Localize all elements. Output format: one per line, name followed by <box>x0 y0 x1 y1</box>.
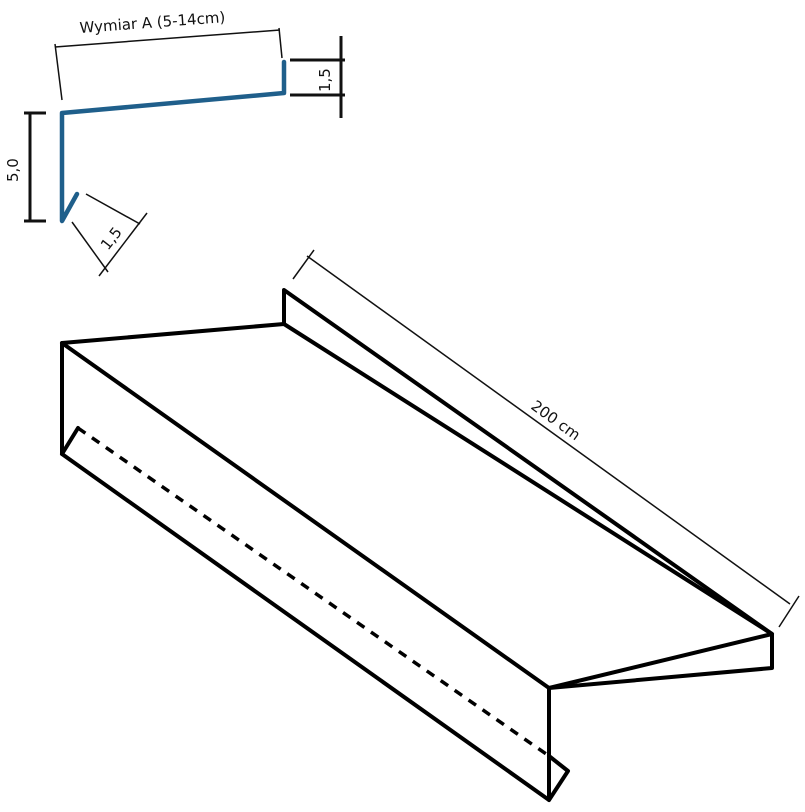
sill-back-upstand <box>282 288 774 690</box>
sill-hidden-drip-edge <box>76 426 551 758</box>
drip-ext-upper <box>85 193 141 225</box>
width-extension-right <box>278 27 283 59</box>
length-dimension: 200 cm <box>292 249 800 628</box>
width-label: Wymiar A (5-14cm) <box>79 8 226 37</box>
sill-drip-lip-left <box>60 426 80 456</box>
top-flange-label: 1,5 <box>316 68 334 92</box>
sill-drip-lip <box>547 754 570 802</box>
profile-line <box>59 59 287 224</box>
drip-label: 1,5 <box>97 224 126 254</box>
window-sill-3d: 200 cm <box>60 249 800 802</box>
width-dimension: Wymiar A (5-14cm) <box>54 8 283 101</box>
front-height-label: 5,0 <box>4 158 22 182</box>
sill-top-surface <box>60 322 774 690</box>
drip-dimension: 1,5 <box>71 193 148 277</box>
drip-ext-lower <box>71 221 109 273</box>
length-dimension-line <box>306 255 791 605</box>
drip-dimension-line <box>98 212 148 277</box>
sill-front-face <box>60 341 551 802</box>
profile-section: Wymiar A (5-14cm) 1,5 5,0 1,5 <box>4 8 345 277</box>
front-height-dimension: 5,0 <box>4 111 46 223</box>
length-tick-right <box>778 595 800 628</box>
top-flange-dimension: 1,5 <box>290 36 345 118</box>
width-extension-left <box>54 43 63 101</box>
width-dimension-line <box>54 29 281 48</box>
length-tick-left <box>292 249 315 280</box>
